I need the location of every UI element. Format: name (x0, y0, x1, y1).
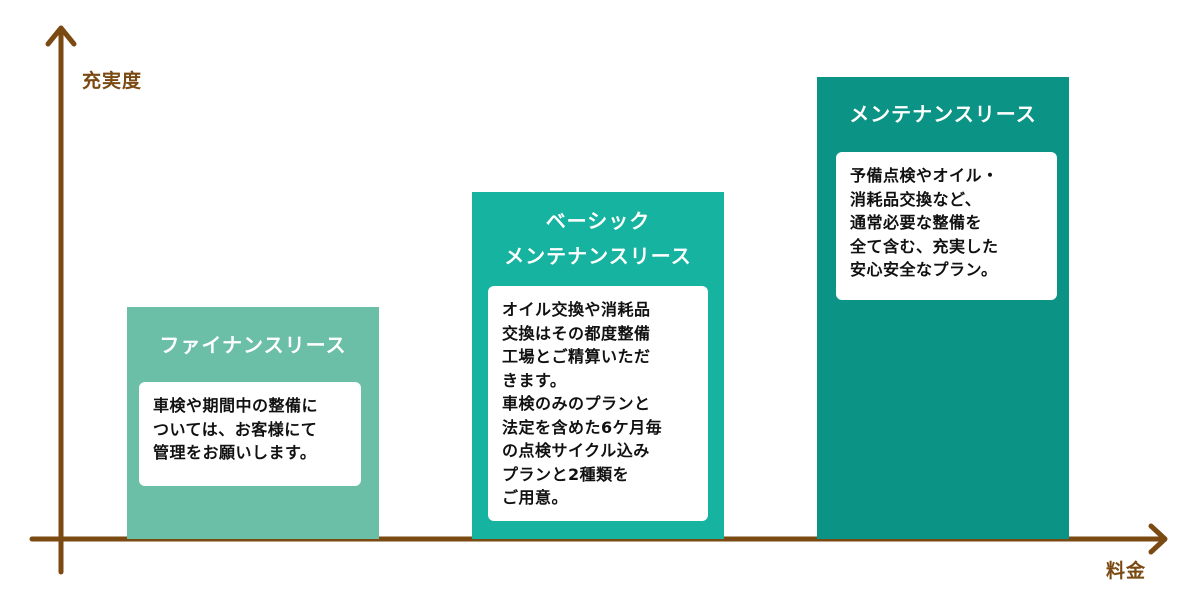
plan-basic-maintenance-lease: ベーシック メンテナンスリース オイル交換や消耗品 交換はその都度整備 工場とご… (472, 192, 724, 539)
y-axis-label: 充実度 (82, 70, 143, 92)
plan-description: 予備点検やオイル・ 消耗品交換など、 通常必要な整備を 全て含む、充実した 安心… (836, 152, 1057, 300)
plan-description: 車検や期間中の整備に ついては、お客様にて 管理をお願いします。 (139, 382, 361, 486)
x-axis-label: 料金 (1106, 560, 1147, 582)
plan-finance-lease: ファイナンスリース 車検や期間中の整備に ついては、お客様にて 管理をお願いしま… (127, 307, 379, 539)
plan-description: オイル交換や消耗品 交換はその都度整備 工場とご精算いただ きます。 車検のみの… (488, 286, 708, 521)
plan-title: ファイナンスリース (159, 333, 347, 357)
x-axis-arrowhead (1148, 523, 1168, 555)
plan-title: ベーシック メンテナンスリース (504, 209, 692, 268)
y-axis-arrowhead (45, 25, 77, 47)
plan-title: メンテナンスリース (849, 102, 1037, 126)
plan-maintenance-lease: メンテナンスリース 予備点検やオイル・ 消耗品交換など、 通常必要な整備を 全て… (817, 77, 1069, 539)
